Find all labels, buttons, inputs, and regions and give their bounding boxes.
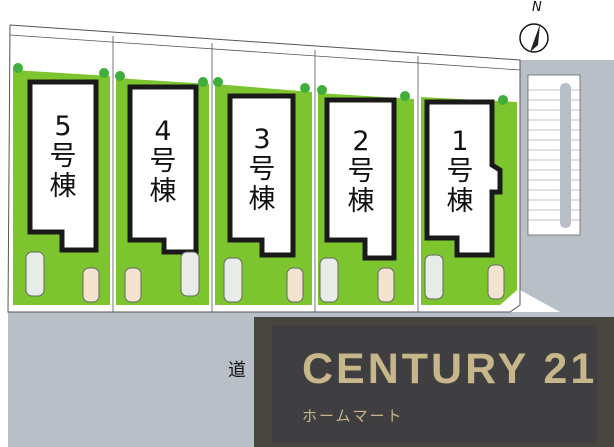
tree-icon	[300, 83, 310, 93]
tree-icon	[213, 77, 223, 87]
setback-line	[9, 34, 521, 71]
lot-4-label: 棟	[150, 176, 177, 207]
compass-needle	[530, 24, 540, 52]
car-icon	[180, 251, 200, 297]
lot-4-label: 4	[154, 116, 171, 147]
stairs	[527, 74, 581, 236]
car-icon	[319, 257, 339, 303]
lot-5-label: 号	[50, 141, 77, 172]
lot-3-label: 3	[253, 124, 270, 155]
building-lot-4	[127, 84, 199, 255]
tree-icon	[498, 95, 508, 105]
lot-5-label: 棟	[50, 171, 77, 202]
building-lot-2	[324, 97, 397, 261]
tree-icon	[400, 91, 410, 101]
car-icon	[377, 267, 395, 303]
lot-1-label: 棟	[447, 186, 474, 217]
site-boundary	[7, 24, 521, 313]
tree-icon	[317, 85, 327, 95]
tree-icon	[99, 68, 109, 78]
lot-4-label: 号	[150, 146, 177, 177]
car-icon	[424, 254, 444, 300]
building-lot-3	[227, 93, 296, 258]
logo-subtitle: ホームマート	[302, 407, 404, 425]
lot-2-label: 2	[352, 126, 369, 157]
tree-icon	[13, 63, 23, 73]
car-icon	[82, 267, 100, 303]
lot-3-label: 号	[249, 154, 276, 185]
lot-1-label: 1	[451, 126, 468, 157]
logo-panel: CENTURY 21 ホームマート	[272, 325, 597, 443]
lot-2-label: 号	[348, 156, 375, 187]
car-icon	[25, 251, 45, 297]
lot-1-label: 号	[447, 156, 474, 187]
building-lot-5	[27, 79, 99, 253]
lot-2-label: 棟	[348, 186, 375, 217]
tree-icon	[115, 71, 125, 81]
logo-title: CENTURY 21	[302, 345, 598, 393]
road-label: 道	[228, 360, 246, 381]
car-icon	[286, 267, 304, 303]
lot-5-label: 5	[54, 111, 71, 142]
century21-logo: CENTURY 21 ホームマート	[254, 317, 614, 447]
car-icon	[223, 257, 243, 303]
stair-rail	[560, 83, 571, 228]
car-icon	[487, 264, 505, 300]
building-lot-1	[424, 99, 503, 258]
compass-north-label: N	[532, 0, 542, 15]
car-icon	[124, 267, 142, 303]
compass-icon	[519, 23, 549, 53]
tree-icon	[198, 77, 208, 87]
lot-3-label: 棟	[249, 184, 276, 215]
